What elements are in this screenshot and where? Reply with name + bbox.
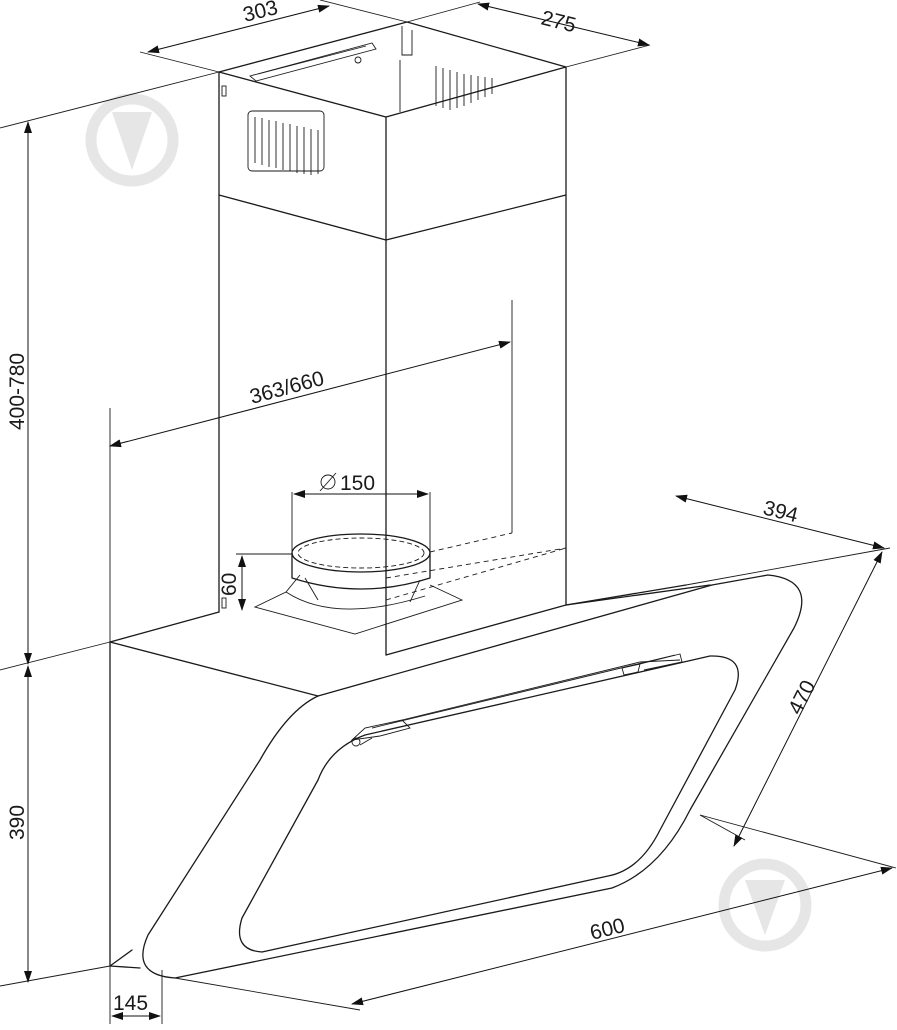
- dim-275: 275: [406, 1, 651, 68]
- label-60: 60: [218, 573, 241, 596]
- label-400-780: 400-780: [6, 353, 29, 430]
- diameter-symbol-icon: [319, 472, 337, 492]
- dim-diameter-150: 150: [291, 472, 431, 553]
- hood-body: [109, 574, 803, 979]
- vent-slots-right: [435, 66, 493, 110]
- dim-60: 60: [218, 553, 292, 611]
- label-303: 303: [241, 0, 281, 27]
- label-145: 145: [113, 992, 148, 1015]
- label-394: 394: [761, 497, 801, 528]
- chimney: [218, 21, 567, 656]
- duct-collar: [253, 533, 464, 635]
- watermark-logo-bottom: [718, 858, 812, 952]
- dim-303: 303: [139, 0, 408, 73]
- dim-470: 470: [733, 551, 883, 847]
- dim-400-780: 400-780: [0, 71, 220, 671]
- label-390: 390: [6, 805, 29, 840]
- label-470: 470: [784, 677, 820, 719]
- dim-145: 145: [109, 966, 163, 1024]
- dim-363-660: 363/660: [109, 340, 511, 642]
- dim-390: 390: [0, 665, 111, 987]
- label-600: 600: [588, 914, 628, 945]
- dim-394: 394: [675, 494, 891, 586]
- watermark-logo-top: [85, 93, 179, 187]
- label-363-660: 363/660: [247, 367, 326, 409]
- label-275: 275: [539, 7, 579, 38]
- vent-slots-left: [247, 110, 325, 175]
- label-150: 150: [340, 472, 375, 495]
